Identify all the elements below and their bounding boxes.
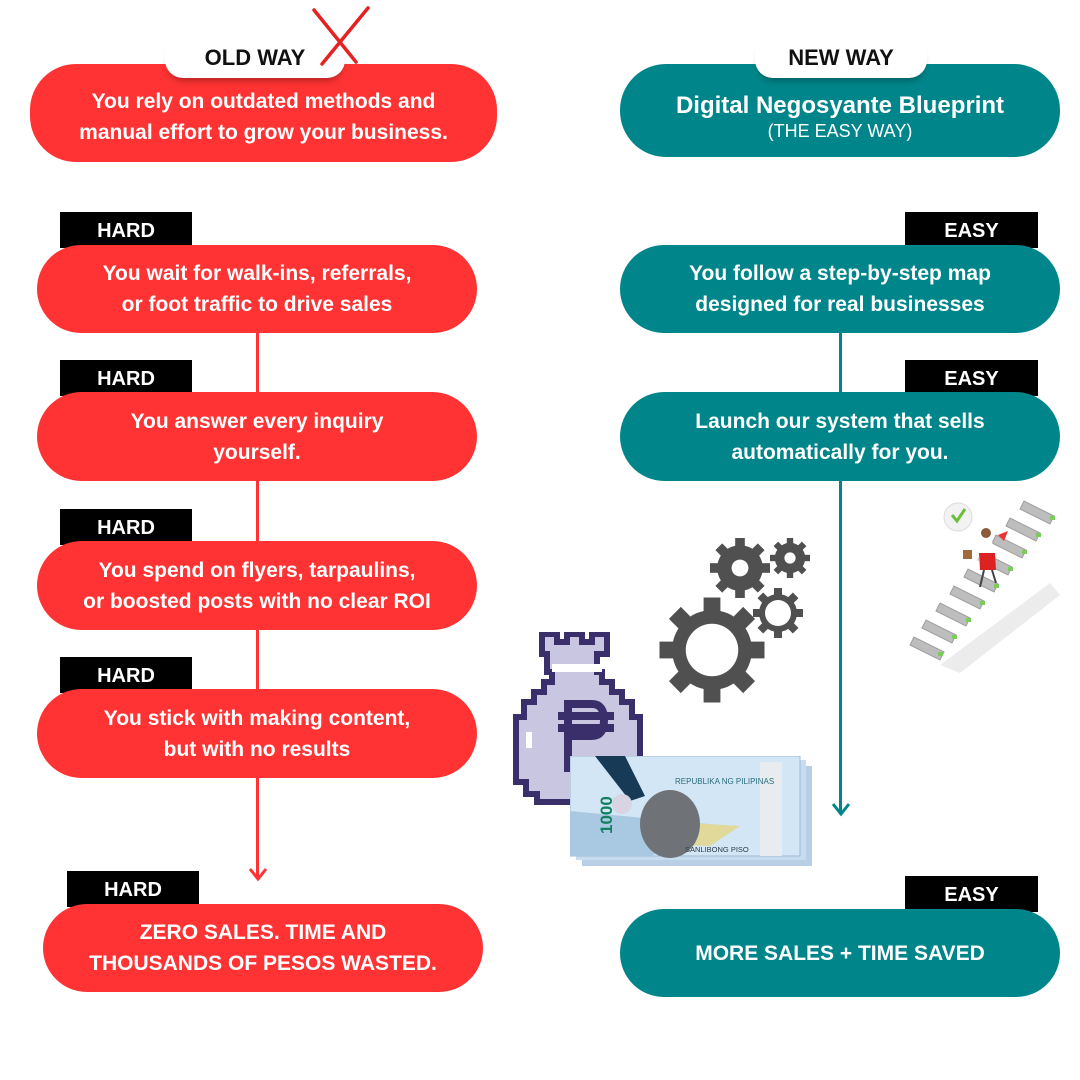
new-way-step-card: Launch our system that sells automatical… xyxy=(620,392,1060,481)
old-way-step-card: You wait for walk-ins, referrals, or foo… xyxy=(37,245,477,333)
arrow-down-icon xyxy=(248,868,268,882)
old-way-step-card: You answer every inquiry yourself. xyxy=(37,392,477,481)
hard-tag: HARD xyxy=(60,212,192,248)
new-way-intro-title: Digital Negosyante Blueprint xyxy=(675,92,1005,119)
red-x-icon xyxy=(312,6,370,66)
easy-tag: EASY xyxy=(905,212,1038,248)
new-way-intro-card: Digital Negosyante Blueprint (THE EASY W… xyxy=(620,64,1060,157)
new-way-title: NEW WAY xyxy=(755,38,927,78)
hard-tag: HARD xyxy=(67,871,199,907)
step-line: You stick with making content, xyxy=(103,706,411,730)
old-way-intro-line: You rely on outdated methods and xyxy=(91,90,436,113)
banknote-image: REPUBLIKA NG PILIPINAS 1000 SANLIBONG PI… xyxy=(570,756,812,866)
easy-tag: EASY xyxy=(905,360,1038,396)
old-way-step-card: You stick with making content, but with … xyxy=(37,689,477,778)
old-way-intro-card: You rely on outdated methods and manual … xyxy=(30,64,497,162)
result-line: MORE SALES + TIME SAVED xyxy=(695,941,985,965)
stairs-climber-illustration xyxy=(909,500,1060,673)
new-way-step-card: You follow a step-by-step map designed f… xyxy=(620,245,1060,333)
banknote-header: REPUBLIKA NG PILIPINAS xyxy=(675,777,774,786)
hard-tag: HARD xyxy=(60,509,192,545)
step-line: You follow a step-by-step map xyxy=(689,262,991,285)
old-way-title: OLD WAY xyxy=(165,38,345,78)
new-way-intro-subtitle: (THE EASY WAY) xyxy=(767,121,913,141)
hard-tag: HARD xyxy=(60,360,192,396)
easy-tag: EASY xyxy=(905,876,1038,912)
result-line: THOUSANDS OF PESOS WASTED. xyxy=(89,952,437,975)
step-line: You answer every inquiry xyxy=(130,409,384,433)
step-line: yourself. xyxy=(213,440,301,464)
step-line: but with no results xyxy=(163,737,351,761)
arrow-down-icon xyxy=(831,803,851,817)
step-line: or foot traffic to drive sales xyxy=(121,293,393,316)
banknote-value: 1000 xyxy=(597,796,616,834)
gears-icon xyxy=(659,538,810,703)
old-way-result-card: ZERO SALES. TIME AND THOUSANDS OF PESOS … xyxy=(43,904,483,992)
step-line: You spend on flyers, tarpaulins, xyxy=(98,558,416,582)
step-line: You wait for walk-ins, referrals, xyxy=(102,262,412,285)
result-line: ZERO SALES. TIME AND xyxy=(139,921,387,944)
hard-tag: HARD xyxy=(60,657,192,693)
step-line: or boosted posts with no clear ROI xyxy=(83,589,431,613)
new-way-result-card: MORE SALES + TIME SAVED xyxy=(620,909,1060,997)
step-line: Launch our system that sells xyxy=(695,409,985,433)
old-way-step-card: You spend on flyers, tarpaulins, or boos… xyxy=(37,541,477,630)
step-line: designed for real businesses xyxy=(695,293,985,316)
old-way-intro-line: manual effort to grow your business. xyxy=(79,121,448,144)
new-way-connector-line xyxy=(839,333,842,813)
step-line: automatically for you. xyxy=(731,440,949,464)
banknote-footer: SANLIBONG PISO xyxy=(685,845,749,854)
